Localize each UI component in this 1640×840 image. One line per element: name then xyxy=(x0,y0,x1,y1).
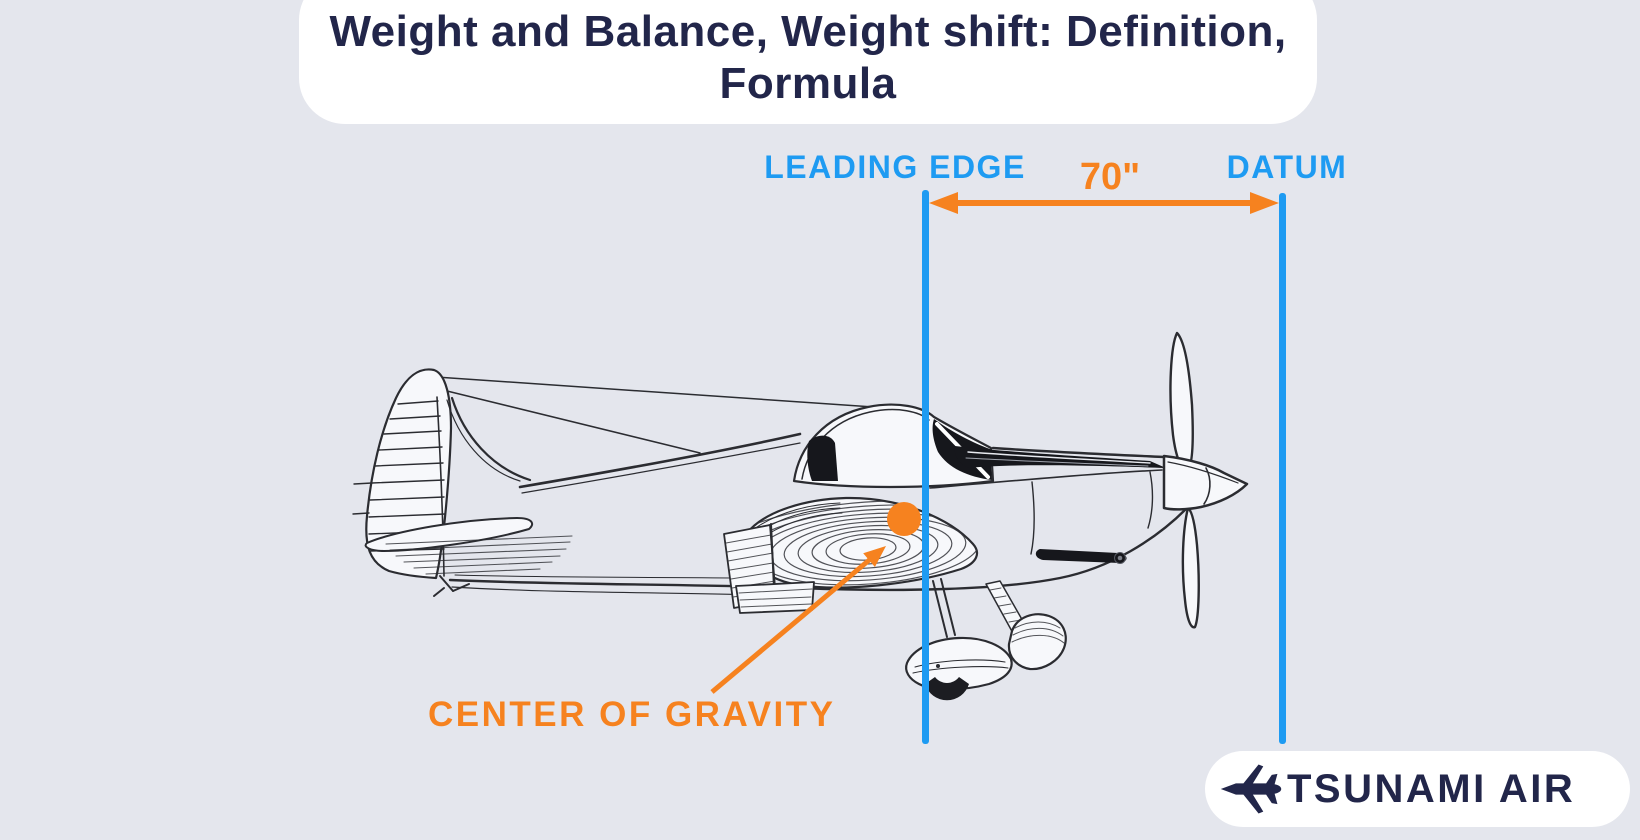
wheel-pant-rear xyxy=(1007,613,1067,671)
jet-plane-icon xyxy=(1220,764,1282,814)
cowl-band xyxy=(954,446,1166,468)
center-of-gravity-label: CENTER OF GRAVITY xyxy=(428,695,836,734)
datum-label: DATUM xyxy=(1226,149,1348,185)
cg-pointer-arrow xyxy=(710,546,886,694)
distance-label: 70" xyxy=(1079,156,1141,198)
nose-spinner xyxy=(1162,454,1249,511)
wheel-pant-front xyxy=(905,636,1013,691)
exhaust-pipe xyxy=(1035,549,1127,564)
leading-edge-label: LEADING EDGE xyxy=(764,149,1026,185)
page-title-line-2: Formula xyxy=(719,59,897,108)
cg-marker xyxy=(887,502,921,536)
page-title-line-1: Weight and Balance, Weight shift: Defini… xyxy=(329,7,1287,56)
title-card: Weight and Balance, Weight shift: Defini… xyxy=(299,0,1317,124)
brand-logo: TSUNAMI AIR xyxy=(1205,751,1630,827)
arrowhead-right xyxy=(1250,192,1279,214)
wheel xyxy=(925,677,969,701)
leading-edge-line xyxy=(922,190,929,744)
pilot-seat-silhouette xyxy=(807,435,838,481)
tail-stabilizer xyxy=(364,517,573,597)
landing-gear xyxy=(905,578,1067,701)
brand-name: TSUNAMI AIR xyxy=(1287,766,1576,811)
datum-line xyxy=(1279,193,1286,744)
dimension-arrow xyxy=(929,192,1279,214)
canopy xyxy=(792,403,995,489)
propeller xyxy=(1169,331,1200,629)
arrowhead-left xyxy=(929,192,958,214)
bracing-wires xyxy=(435,376,904,454)
